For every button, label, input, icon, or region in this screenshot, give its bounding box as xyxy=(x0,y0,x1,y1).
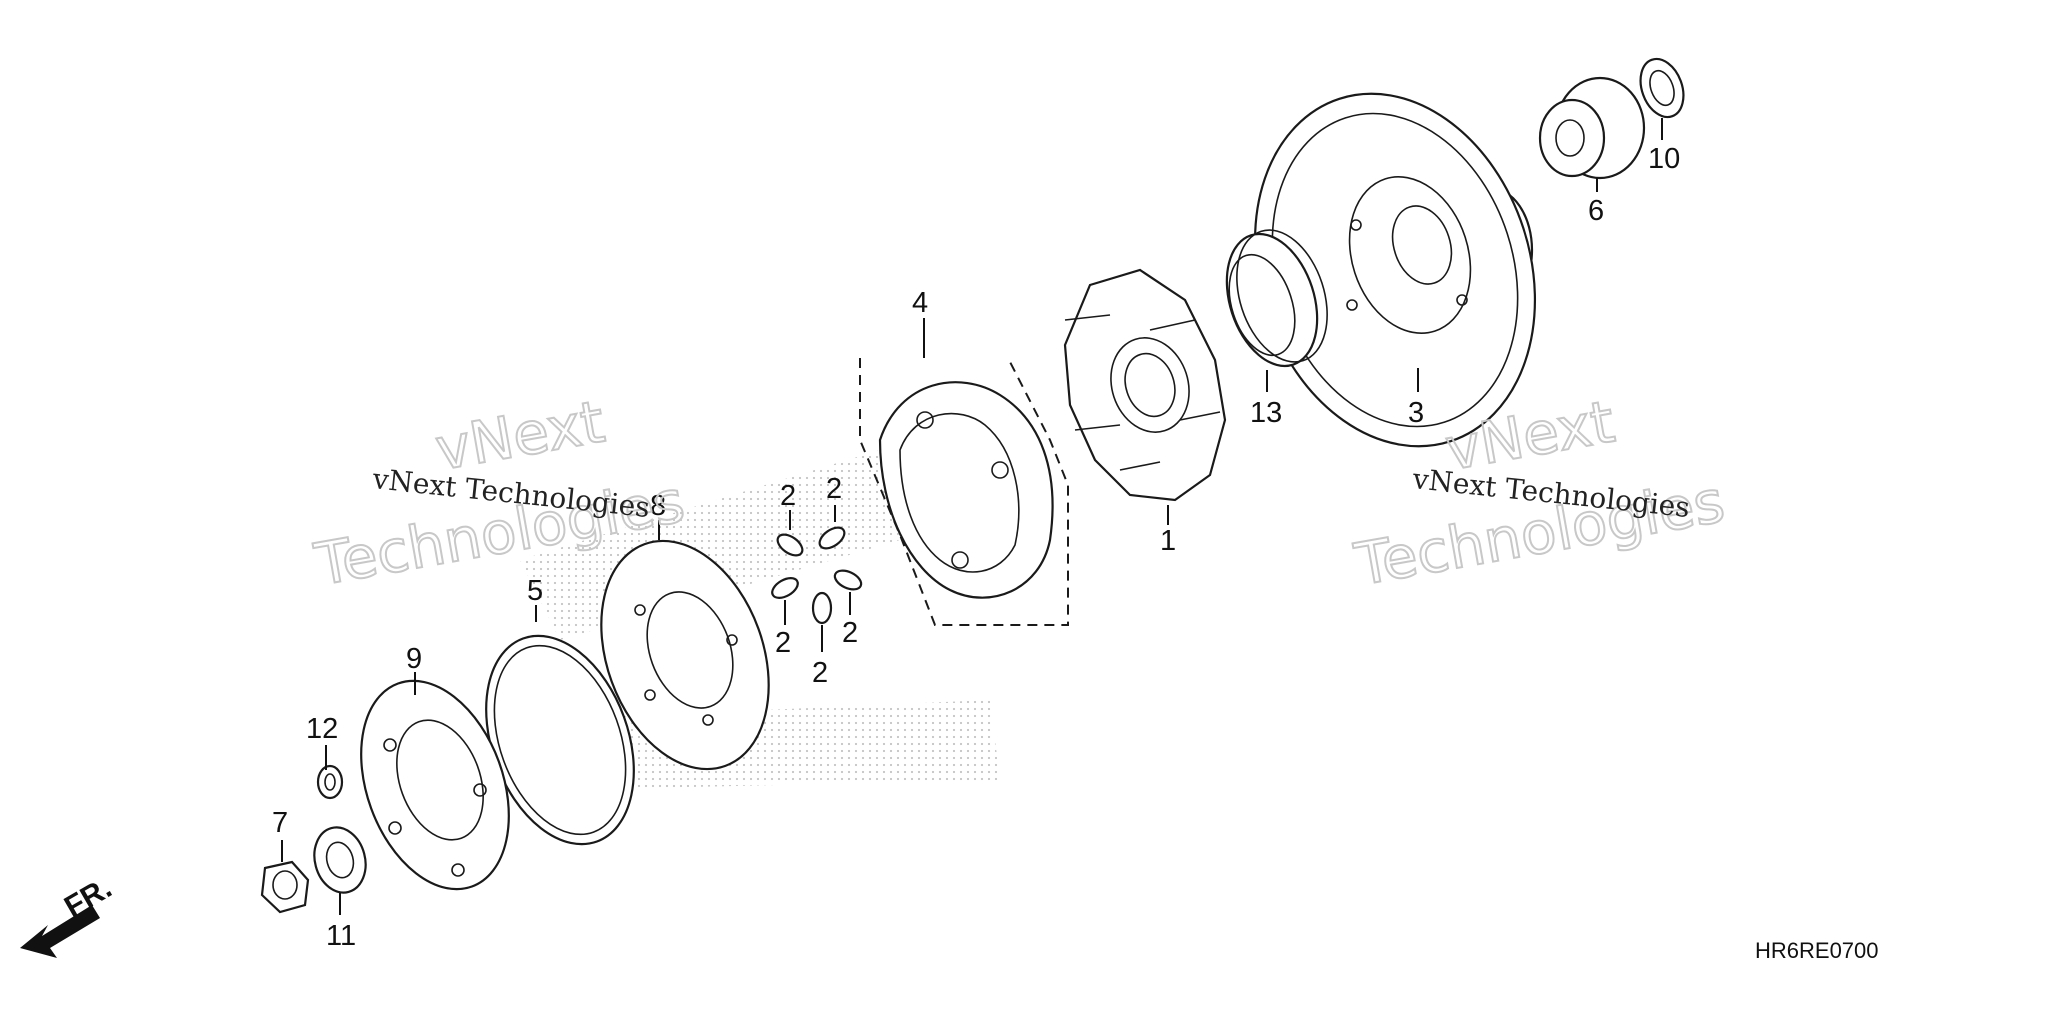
part-11-washer[interactable] xyxy=(307,822,372,899)
callouts: 4 1 13 3 6 10 8 5 9 12 7 11 2 2 2 2 2 xyxy=(272,143,1680,952)
callout-6[interactable]: 6 xyxy=(1588,195,1604,227)
part-2-springs[interactable] xyxy=(769,523,864,625)
part-1-drive-plate[interactable] xyxy=(1063,268,1227,502)
callout-2-e[interactable]: 2 xyxy=(812,657,828,689)
part-3-clutch-drum[interactable] xyxy=(1211,57,1579,483)
callout-2-a[interactable]: 2 xyxy=(780,480,796,512)
callout-13[interactable]: 13 xyxy=(1250,397,1282,429)
callout-2-d[interactable]: 2 xyxy=(842,617,858,649)
callout-4[interactable]: 4 xyxy=(912,287,928,319)
part-6-gear[interactable] xyxy=(1538,76,1646,180)
part-9-plate[interactable] xyxy=(334,660,536,909)
callout-2-b[interactable]: 2 xyxy=(826,473,842,505)
callout-1[interactable]: 1 xyxy=(1160,525,1176,557)
leader-lines xyxy=(281,118,1663,915)
diagram-code: HR6RE0700 xyxy=(1755,938,1879,963)
part-8-friction-disc[interactable] xyxy=(571,517,798,792)
callout-3[interactable]: 3 xyxy=(1408,397,1424,429)
front-arrow-icon xyxy=(20,905,100,958)
callout-8[interactable]: 8 xyxy=(650,490,666,522)
front-direction-indicator: FR. xyxy=(20,871,117,958)
callout-9[interactable]: 9 xyxy=(406,643,422,675)
part-7-nut[interactable] xyxy=(260,860,310,914)
part-10-washer[interactable] xyxy=(1633,53,1691,123)
part-4-clutch-shoe-assembly[interactable] xyxy=(859,357,1069,626)
watermark-vnext-left: vNext xyxy=(431,387,610,483)
callout-10[interactable]: 10 xyxy=(1648,143,1680,175)
callout-5[interactable]: 5 xyxy=(527,575,543,607)
callout-2-c[interactable]: 2 xyxy=(775,627,791,659)
callout-12[interactable]: 12 xyxy=(306,713,338,745)
callout-7[interactable]: 7 xyxy=(272,807,288,839)
part-13-one-way-clutch[interactable] xyxy=(1211,218,1343,377)
front-label: FR. xyxy=(59,871,117,924)
callout-11[interactable]: 11 xyxy=(326,920,356,952)
part-12-washer[interactable] xyxy=(316,764,344,800)
